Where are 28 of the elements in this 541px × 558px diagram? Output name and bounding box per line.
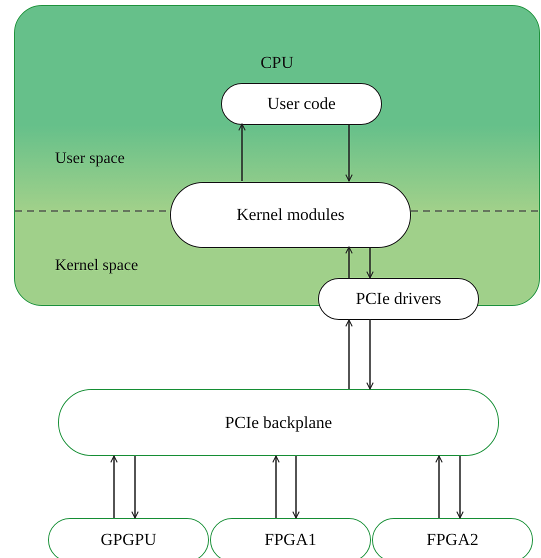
cpu-region <box>14 5 540 306</box>
region-label: User space <box>55 150 125 168</box>
arrow <box>345 124 353 182</box>
box-label: FPGA2 <box>426 530 478 550</box>
rounded-box <box>318 278 479 320</box>
arrow <box>456 456 464 519</box>
arrow <box>435 455 443 518</box>
region-label: Kernel space <box>55 257 138 275</box>
rounded-box <box>210 518 371 558</box>
rounded-box <box>48 518 209 558</box>
box-label: PCIe backplane <box>224 412 332 432</box>
box-label: PCIe drivers <box>356 289 442 309</box>
arrow <box>366 247 374 279</box>
arrow <box>238 123 246 181</box>
arrow <box>345 319 353 389</box>
box-label: Kernel modules <box>236 205 345 225</box>
arrow <box>345 246 353 278</box>
rounded-box <box>221 83 382 125</box>
box-label: GPGPU <box>100 530 156 550</box>
arrow <box>292 456 300 519</box>
arrow <box>366 320 374 390</box>
box-label: User code <box>267 94 336 114</box>
box-label: FPGA1 <box>264 530 316 550</box>
region-title: CPU <box>259 53 295 73</box>
arrow <box>272 455 280 518</box>
arrow <box>110 455 118 518</box>
rounded-box <box>372 518 533 558</box>
arrow <box>131 456 139 519</box>
